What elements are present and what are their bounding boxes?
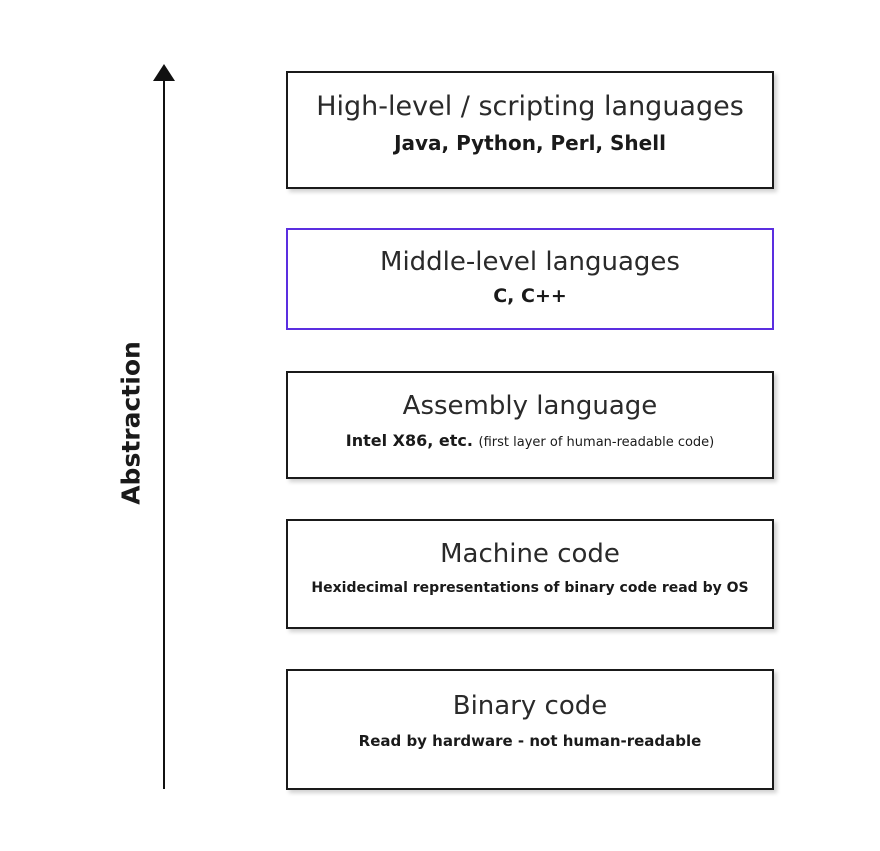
layer-subtitle: C, C++	[493, 285, 567, 307]
layer-subtitle-row: Intel X86, etc. (first layer of human-re…	[288, 431, 772, 450]
layer-title: High-level / scripting languages	[316, 91, 744, 122]
arrow-up-icon	[153, 64, 175, 81]
layer-subtitle: Java, Python, Perl, Shell	[394, 131, 666, 155]
abstraction-axis	[140, 60, 190, 795]
layer-middle-level: Middle-level languages C, C++	[286, 228, 774, 330]
layer-machine-code: Machine code Hexidecimal representations…	[286, 519, 774, 629]
layer-subtitle: Read by hardware - not human-readable	[358, 732, 702, 750]
layer-subtitle: Intel X86, etc.	[345, 431, 473, 450]
layer-high-level: High-level / scripting languages Java, P…	[286, 71, 774, 189]
layer-title: Binary code	[452, 691, 608, 721]
layer-note: (first layer of human-readable code)	[478, 435, 715, 450]
layer-title: Machine code	[440, 539, 620, 569]
axis-label: Abstraction	[116, 341, 146, 505]
layer-title: Assembly language	[402, 391, 658, 421]
layer-title: Middle-level languages	[380, 247, 680, 277]
layer-assembly: Assembly language Intel X86, etc. (first…	[286, 371, 774, 479]
layer-subtitle: Hexidecimal representations of binary co…	[311, 580, 749, 596]
axis-line	[163, 76, 165, 789]
layer-binary-code: Binary code Read by hardware - not human…	[286, 669, 774, 790]
